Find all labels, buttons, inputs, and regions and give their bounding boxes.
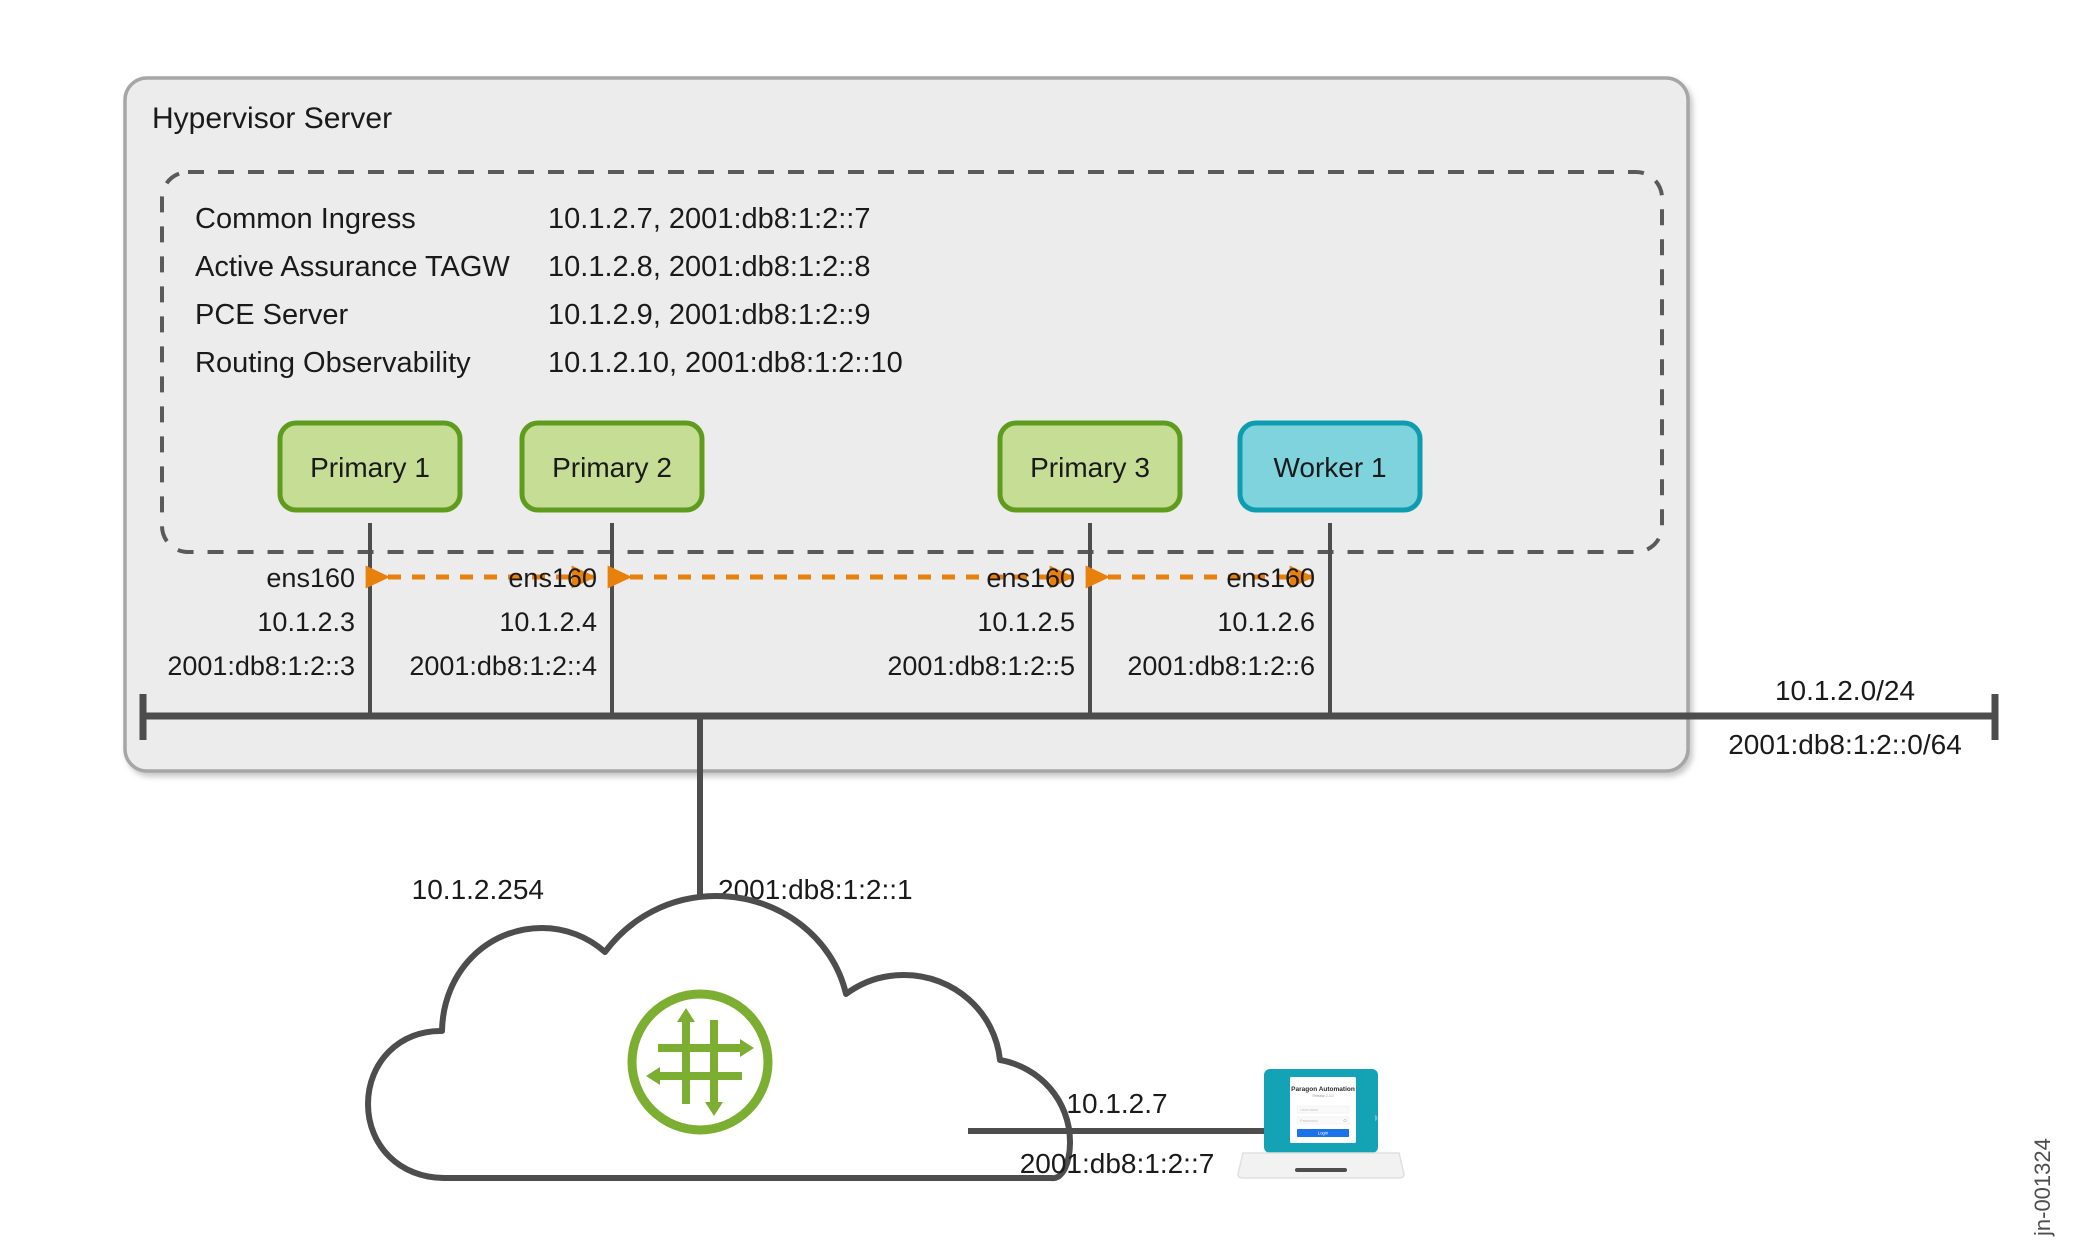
interface-ipv6: 2001:db8:1:2::3 [167, 651, 355, 681]
node-box[interactable] [1237, 420, 1423, 513]
service-name: PCE Server [195, 299, 348, 331]
node-primary-3[interactable]: Primary 3 [997, 420, 1183, 513]
node-box[interactable] [519, 420, 705, 513]
service-row: Routing Observability 10.1.2.10, 2001:db… [195, 347, 903, 379]
client-ipv4-label: 10.1.2.7 [1066, 1088, 1167, 1119]
router-icon-arrows [646, 1008, 754, 1116]
service-row: Active Assurance TAGW 10.1.2.8, 2001:db8… [195, 251, 871, 283]
node-primary-1[interactable]: Primary 1 [277, 420, 463, 513]
router-icon-circle [627, 989, 773, 1135]
interface-name: ens160 [508, 563, 597, 593]
interface-name: ens160 [1226, 563, 1315, 593]
laptop-screen: Paragon Automation Release 2.3.0 Usernam… [1267, 1072, 1375, 1150]
password-visibility-icon[interactable] [1343, 1118, 1347, 1123]
service-name: Active Assurance TAGW [195, 251, 510, 283]
node-label: Primary 1 [310, 452, 430, 483]
laptop-trackpad [1295, 1168, 1347, 1172]
subnet-labels: 10.1.2.0/24 2001:db8:1:2::0/64 [1728, 675, 1962, 760]
interface-block-primary-3: ens160 10.1.2.5 2001:db8:1:2::5 [887, 563, 1075, 681]
client-ipv6-label: 2001:db8:1:2::7 [1020, 1148, 1215, 1179]
login-button-label: Login [1318, 1131, 1329, 1136]
subnet-ipv4-label: 10.1.2.0/24 [1775, 675, 1915, 706]
interface-ipv4: 10.1.2.4 [499, 607, 597, 637]
service-row: PCE Server 10.1.2.9, 2001:db8:1:2::9 [195, 299, 871, 331]
node-worker-1[interactable]: Worker 1 [1237, 420, 1423, 513]
password-field[interactable] [1296, 1116, 1350, 1125]
interface-ipv6: 2001:db8:1:2::6 [1127, 651, 1315, 681]
laptop-base [1237, 1152, 1405, 1179]
password-placeholder: Password [1300, 1118, 1318, 1123]
login-app-title: Paragon Automation [1291, 1086, 1355, 1093]
login-button[interactable] [1297, 1129, 1349, 1137]
node-box[interactable] [997, 420, 1183, 513]
gateway-ipv4-label: 10.1.2.254 [412, 874, 544, 905]
node-drop-lines [368, 523, 1332, 716]
figure-id-label: jn-001324 [2030, 1138, 2055, 1237]
node-box[interactable] [277, 420, 463, 513]
interface-name: ens160 [266, 563, 355, 593]
interface-name: ens160 [986, 563, 1075, 593]
service-name: Routing Observability [195, 347, 471, 379]
node-label: Worker 1 [1273, 452, 1386, 483]
interface-ipv6: 2001:db8:1:2::4 [409, 651, 597, 681]
username-field[interactable] [1296, 1105, 1350, 1114]
client-labels: 10.1.2.7 2001:db8:1:2::7 [1020, 1088, 1215, 1179]
interface-ipv4: 10.1.2.6 [1217, 607, 1315, 637]
interface-block-primary-2: ens160 10.1.2.4 2001:db8:1:2::4 [409, 563, 597, 681]
interface-ipv4: 10.1.2.5 [977, 607, 1075, 637]
interface-block-worker-1: ens160 10.1.2.6 2001:db8:1:2::6 [1127, 563, 1315, 681]
hypervisor-title: Hypervisor Server [152, 102, 392, 135]
client-laptop[interactable]: Paragon Automation Release 2.3.0 Usernam… [1237, 1069, 1405, 1179]
subnet-ipv6-label: 2001:db8:1:2::0/64 [1728, 729, 1962, 760]
network-bus [139, 694, 1999, 740]
service-name: Common Ingress [195, 203, 416, 235]
service-list: Common Ingress 10.1.2.7, 2001:db8:1:2::7… [195, 203, 903, 379]
router-icon[interactable] [627, 989, 773, 1135]
service-row: Common Ingress 10.1.2.7, 2001:db8:1:2::7 [195, 203, 871, 235]
node-label: Primary 2 [552, 452, 672, 483]
login-app-subtitle: Release 2.3.0 [1313, 1094, 1334, 1098]
node-label: Primary 3 [1030, 452, 1150, 483]
username-placeholder: Username [1300, 1107, 1319, 1112]
cluster-dashed-box [160, 170, 1664, 554]
interface-block-primary-1: ens160 10.1.2.3 2001:db8:1:2::3 [167, 563, 355, 681]
service-addresses: 10.1.2.8, 2001:db8:1:2::8 [548, 251, 871, 283]
service-addresses: 10.1.2.10, 2001:db8:1:2::10 [548, 347, 903, 379]
service-addresses: 10.1.2.9, 2001:db8:1:2::9 [548, 299, 871, 331]
gateway-labels: 10.1.2.254 2001:db8:1:2::1 [412, 874, 913, 905]
hypervisor-panel-box [123, 76, 1690, 773]
service-addresses: 10.1.2.7, 2001:db8:1:2::7 [548, 203, 871, 235]
interface-labels: ens160 10.1.2.3 2001:db8:1:2::3 ens160 1… [167, 563, 1315, 681]
node-primary-2[interactable]: Primary 2 [519, 420, 705, 513]
interface-ipv4: 10.1.2.3 [257, 607, 355, 637]
interface-ipv6: 2001:db8:1:2::5 [887, 651, 1075, 681]
hypervisor-panel: Hypervisor Server [123, 76, 1690, 773]
